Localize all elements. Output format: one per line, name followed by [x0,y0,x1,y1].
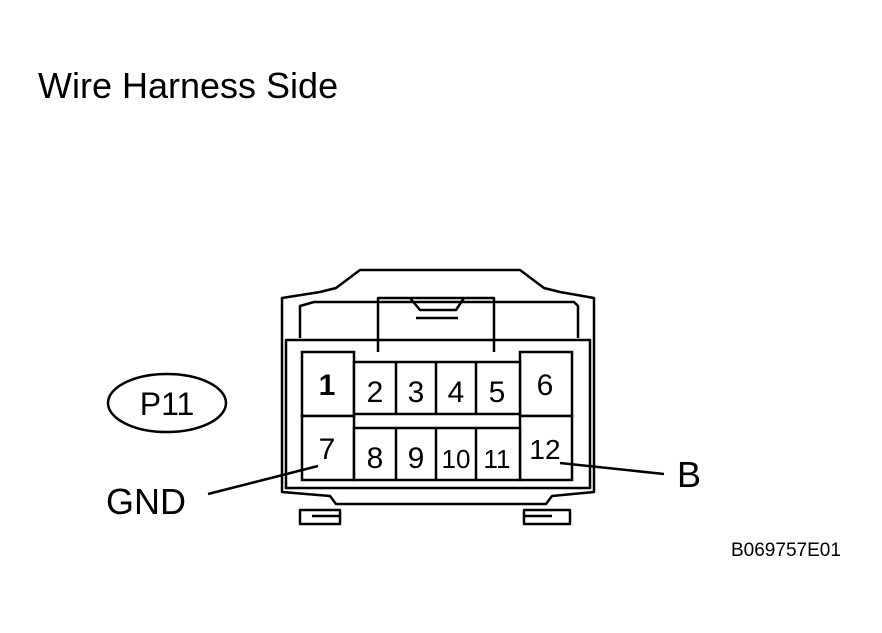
b-leader-line [559,461,665,476]
connector-id-oval [106,372,228,434]
pin-cavity-12 [518,414,574,482]
pin-label-4: 4 [448,376,465,409]
connector-id-label: P11 [140,386,195,422]
diagram-title: Wire Harness Side [38,65,339,106]
pin-label-8: 8 [367,442,384,475]
pin-label-11: 11 [484,444,511,474]
gnd-label: GND [106,481,186,522]
pin-label-9: 9 [408,442,425,475]
pin-label-2: 2 [367,376,384,409]
pin-label-6: 6 [537,369,554,402]
pin-cavities [300,350,574,482]
connector-housing [280,268,596,526]
pin-label-3: 3 [408,376,425,409]
pin-label-5: 5 [489,376,506,409]
pin-cavity-7 [300,414,356,482]
pin-label-7: 7 [319,433,336,466]
pin-label-12: 12 [529,434,560,465]
figure-code: B069757E01 [731,540,841,561]
gnd-leader-line [207,464,319,496]
pin-label-10: 10 [442,444,471,474]
pin-label-1: 1 [319,369,336,402]
b-label: B [677,454,701,495]
